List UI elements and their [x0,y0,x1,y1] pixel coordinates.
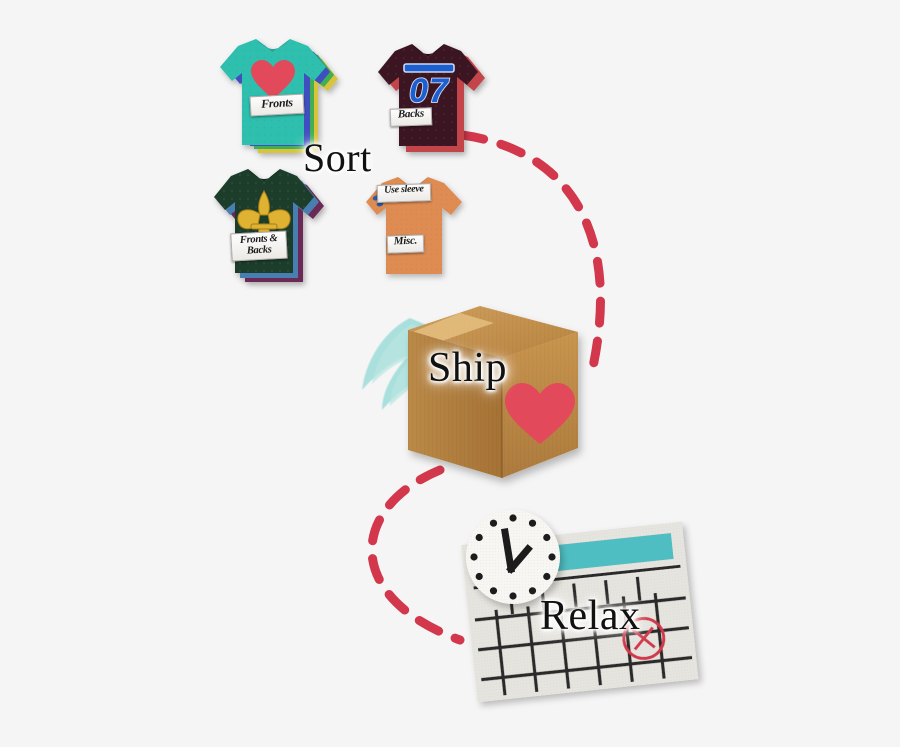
connector-ship-to-relax [367,465,465,645]
heart-icon [505,383,575,444]
shirt-patch-backs: Backs [389,107,433,127]
shirt-patch-misc: Misc. [386,234,425,254]
shipping-box [352,300,592,490]
calendar-grid [474,592,693,696]
connector-sort-to-ship [457,130,605,385]
patch-text: Use sleeve [383,183,424,196]
calendar-and-clock [455,505,705,710]
shirt-number: 07 [409,72,450,110]
shirt-patch-fronts: Fronts [249,93,305,117]
clock-hands [500,527,533,574]
step-label-sort: Sort [303,135,372,180]
calendar-marked-day [622,616,666,660]
shirt-green-fronts-and-backs [196,163,336,288]
step-label-relax: Relax [540,593,641,639]
patch-text: Backs [397,107,425,121]
shirt-maroon-backs: 07 [360,38,500,156]
step-label-ship: Ship [428,345,508,391]
heart-icon [251,60,295,99]
patch-text: Fronts [260,95,294,111]
patch-text: Misc. [393,234,418,248]
shirt-patch-fronts-and-backs: Fronts & Backs [230,230,288,262]
clock-icon [466,510,560,604]
shirt-patch-use-sleeve: Use sleeve [376,183,432,203]
clock-hour-marks [470,514,556,600]
